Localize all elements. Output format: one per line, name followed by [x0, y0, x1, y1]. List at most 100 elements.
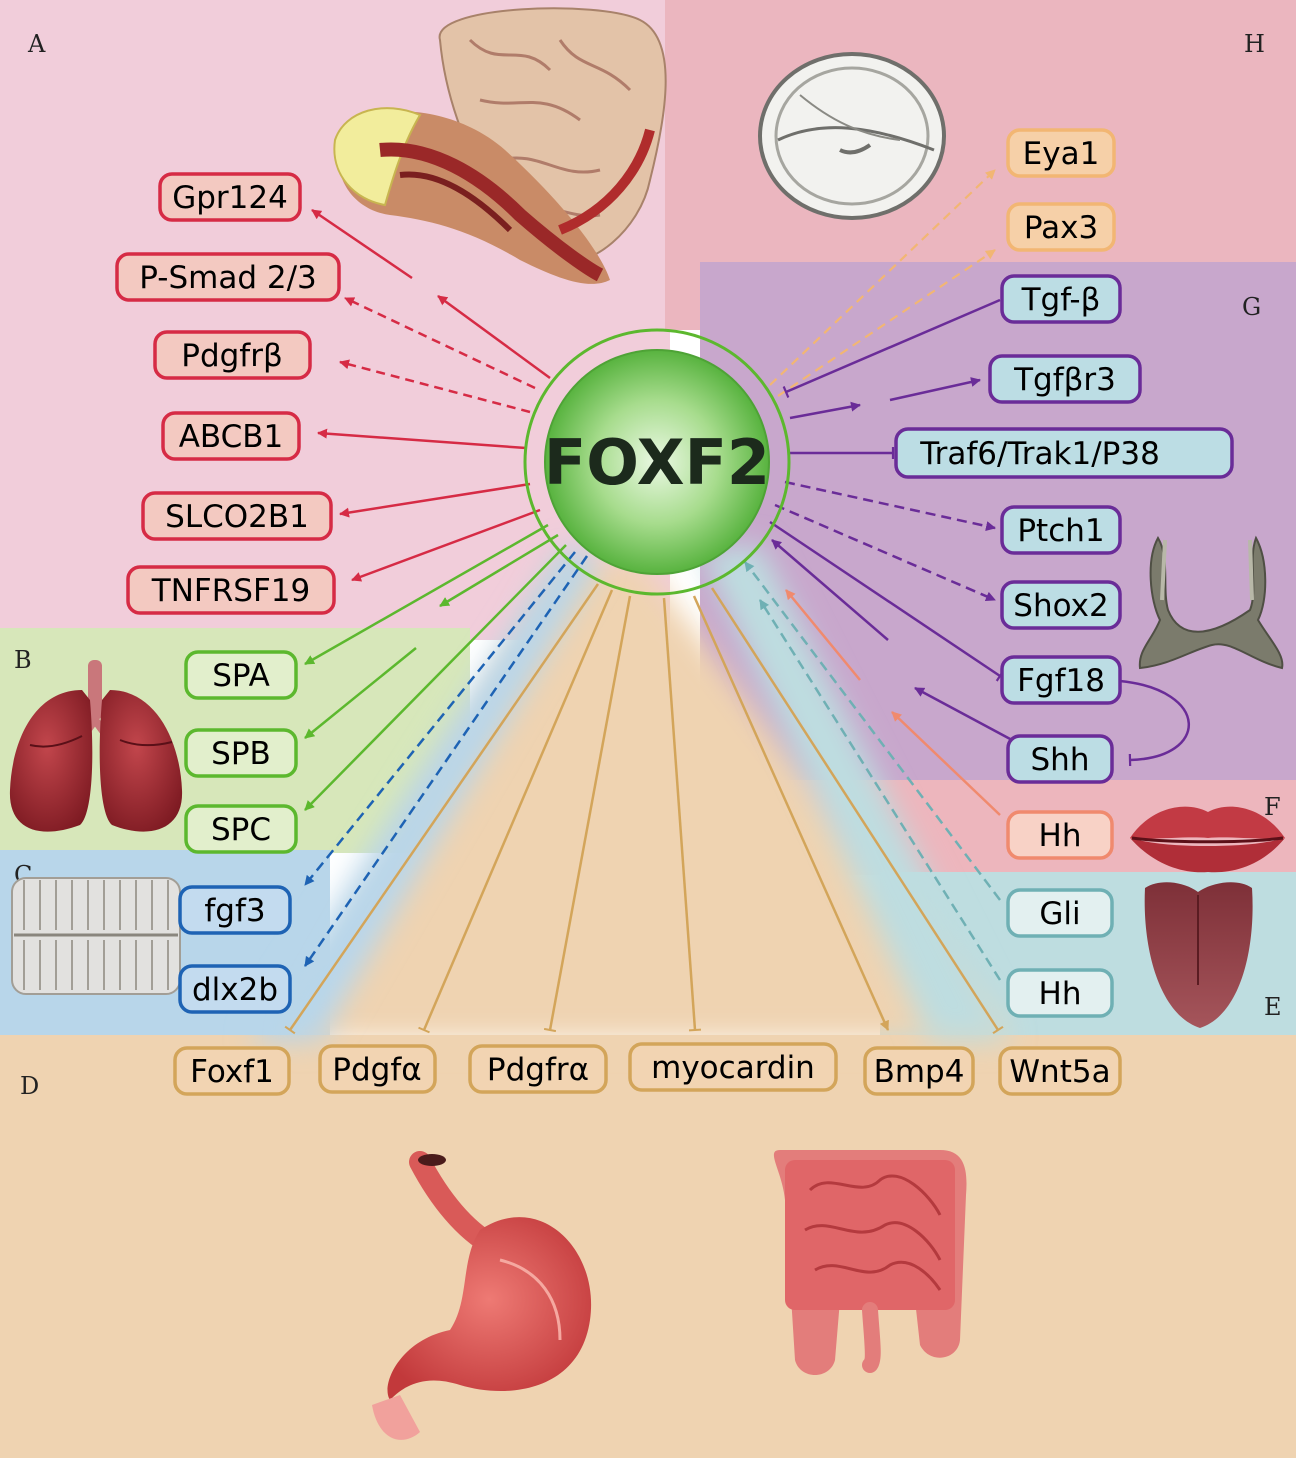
arrow-foxf2-to-slco2b1	[339, 482, 531, 518]
node-spa: SPA	[212, 658, 270, 694]
node-gpr124-box	[158, 172, 302, 222]
node-eya1-box	[1006, 128, 1116, 178]
node-ptch1-box	[1000, 505, 1122, 555]
node-hh-f-box	[1006, 810, 1114, 860]
arrow-gli-to-foxf2	[744, 561, 1001, 901]
node-hh-e-box	[1006, 968, 1114, 1018]
panel-label-g: G	[1242, 293, 1261, 321]
arrow-hh-f-to-foxf2	[891, 711, 1001, 816]
panel-d-bg	[0, 1035, 1296, 1458]
arrow-hh-f-to-foxf2-part	[785, 589, 861, 681]
foxf2-outer-ring	[523, 328, 791, 596]
node-ptch1: Ptch1	[1017, 513, 1104, 549]
node-shox2-box	[1000, 580, 1122, 630]
node-spc: SPC	[211, 812, 271, 848]
arrow-foxf2-to-spc	[304, 544, 567, 811]
panel-label-d: D	[20, 1072, 39, 1100]
arrow-fgf18-to-foxf2	[771, 539, 889, 641]
arrow-foxf2-to-ptch1	[784, 480, 996, 531]
node-foxf1-box	[173, 1046, 291, 1096]
node-traf6: Traf6/Trak1/P38	[919, 436, 1160, 472]
lungs-illustration	[9, 660, 183, 832]
node-tgfb-box	[1000, 274, 1122, 324]
node-spc-box	[184, 804, 298, 854]
panel-label-a: A	[27, 30, 46, 58]
node-wnt5a-box	[998, 1046, 1122, 1096]
node-tnfrsf19-box	[126, 565, 336, 615]
node-abcb1-box	[161, 411, 301, 461]
inhibit-foxf2-pdgfra	[543, 595, 632, 1033]
node-pdgfrb-box	[153, 330, 312, 380]
arrow-foxf2-to-abcb1	[317, 428, 527, 450]
node-hh-e: Hh	[1039, 976, 1082, 1012]
node-gli: Gli	[1039, 896, 1080, 932]
node-pdgfrb: Pdgfrβ	[181, 338, 283, 374]
arrow-hh-e-to-foxf2	[758, 599, 1002, 981]
node-fgf3: fgf3	[204, 893, 265, 929]
node-fgf18-box	[1000, 655, 1122, 705]
inhibit-foxf2-foxf1	[284, 583, 600, 1035]
arrow-foxf2-to-shox2	[774, 503, 996, 602]
teeth-illustration	[11, 877, 181, 995]
node-spb-box	[184, 728, 298, 778]
node-pax3: Pax3	[1024, 210, 1098, 246]
node-tgfbr3-box	[988, 354, 1142, 404]
node-pdgfa: Pdgfα	[332, 1052, 421, 1088]
brain-vessel-illustration	[333, 7, 667, 284]
node-bmp4: Bmp4	[874, 1054, 965, 1090]
foxf2-ball	[544, 349, 770, 575]
panel-e-fan	[700, 545, 1010, 1040]
node-fgf18: Fgf18	[1017, 663, 1105, 699]
intestine-illustration	[773, 1150, 967, 1375]
arrow-foxf2-to-pax3	[777, 249, 996, 397]
panel-label-h: H	[1244, 30, 1265, 58]
node-abcb1: ABCB1	[179, 419, 284, 455]
arrow-foxf2-to-gpr124-part	[437, 294, 551, 380]
foxf2-label: FOXF2	[544, 426, 770, 499]
arrow-foxf2-to-dlx2b	[303, 555, 589, 967]
node-wnt5a: Wnt5a	[1009, 1054, 1110, 1090]
panel-label-b: B	[14, 646, 32, 674]
panel-label-e: E	[1264, 993, 1282, 1021]
node-shox2: Shox2	[1013, 588, 1108, 624]
panel-c-fan	[250, 545, 600, 1040]
panel-label-f: F	[1264, 793, 1281, 821]
arrow-foxf2-to-tgfbr3-part	[789, 401, 861, 420]
node-psmad: P-Smad 2/3	[139, 260, 317, 296]
node-tgfb: Tgf-β	[1021, 282, 1101, 318]
node-myocardin: myocardin	[651, 1050, 815, 1086]
nodes: Gpr124 P-Smad 2/3 Pdgfrβ ABCB1 SLCO2B1 T…	[115, 128, 1234, 1096]
node-dlx2b: dlx2b	[192, 972, 278, 1008]
inhibit-tgfb-foxf2	[782, 298, 1001, 398]
arrow-shh-to-fgf18	[914, 686, 1013, 742]
inhibit-foxf2-myocardin	[662, 597, 702, 1032]
node-traf6-box	[894, 427, 1234, 479]
lips-illustration	[1130, 806, 1285, 873]
node-shh: Shh	[1031, 742, 1090, 778]
arrow-foxf2-to-fgf3	[304, 551, 576, 886]
palate-bone-illustration	[1138, 535, 1284, 670]
node-foxf1: Foxf1	[190, 1054, 274, 1090]
arrow-foxf2-to-pdgfrb	[339, 359, 531, 414]
node-fgf3-box	[178, 885, 292, 935]
inhibit-foxf2-wnt5a	[710, 587, 1004, 1035]
node-slco2b1: SLCO2B1	[165, 499, 309, 535]
foxf2-hub: FOXF2	[523, 328, 791, 596]
stomach-illustration	[372, 1151, 592, 1440]
arrow-foxf2-to-gpr124	[311, 208, 413, 280]
arrow-foxf2-to-tnfrsf19	[351, 508, 541, 582]
node-myocardin-box	[628, 1042, 838, 1092]
arrow-foxf2-to-psmad	[344, 296, 536, 390]
node-dlx2b-box	[178, 964, 292, 1014]
arrow-foxf2-to-bmp4	[692, 595, 890, 1031]
node-psmad-box	[115, 252, 341, 302]
node-hh-f: Hh	[1039, 818, 1082, 854]
inhibit-foxf2-pdgfa	[418, 589, 614, 1034]
arrow-foxf2-to-spa	[304, 523, 549, 666]
node-spa-box	[184, 650, 298, 700]
inhibit-fgf18-shh-loop	[1119, 679, 1190, 767]
arrow-foxf2-to-tgfbr3	[889, 377, 981, 402]
